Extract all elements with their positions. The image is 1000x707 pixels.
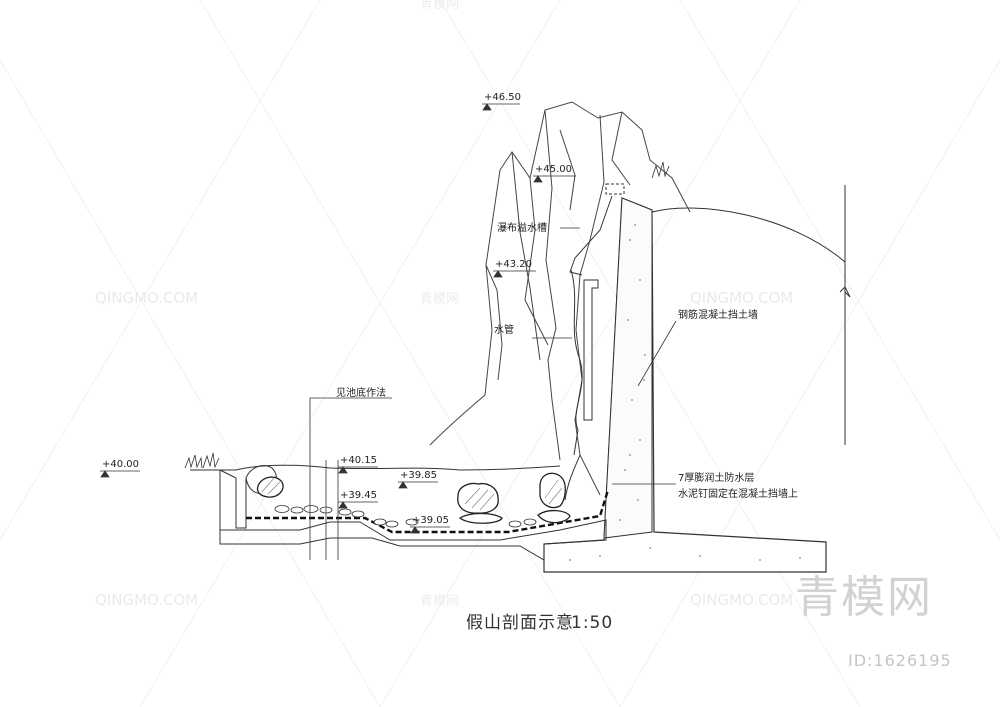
elevation-water-surface: +40.15 [340,455,377,466]
watermark-logo: 青模网 [795,572,933,623]
watermark-text: QINGMO.COM [95,289,198,307]
elevation-peak: +46.50 [484,92,521,103]
waterproof-layer [246,489,610,534]
water-pipe [570,269,599,456]
boulder-hatching [261,477,563,511]
waterfall-trough [569,183,625,276]
elevation-pool-base-right: +39.05 [412,515,449,526]
label-waterfall-trough: 瀑布溢水槽 [497,221,547,234]
elevation-pool-base-left: +39.45 [340,490,377,501]
drawing-title: 假山剖面示意 [466,613,574,633]
label-pool-bottom-ref: 见池底作法 [336,386,386,399]
boulders [256,472,571,524]
drawing-scale: 1:50 [571,613,613,633]
rockery [429,101,691,496]
watermark-text-cn: 青模网 [420,292,459,307]
watermark-text: QINGMO.COM [690,289,793,307]
watermark-text-cn: 青模网 [420,0,459,12]
ground-line [190,454,581,530]
dimension-lines [100,103,677,560]
grass-tufts [184,161,670,469]
elevation-overflow-trough: +45.00 [535,164,572,175]
label-waterproof-line1: 7厚膨润土防水层 [678,471,754,484]
elevation-ground: +40.00 [102,459,139,470]
watermark-text: QINGMO.COM [690,591,793,609]
terrain-right [651,185,851,445]
watermark-text-cn: 青模网 [420,594,459,609]
retaining-wall [543,197,827,573]
label-water-pipe: 水管 [494,323,514,336]
elevation-pipe-level: +43.20 [495,259,532,270]
watermark-id: ID:1626195 [848,651,952,670]
elevation-pool-bottom-left: +39.85 [400,470,437,481]
watermark-text: QINGMO.COM [95,591,198,609]
pebbles [274,505,537,528]
label-retaining-wall: 钢筋混凝土挡土墙 [678,308,758,321]
label-waterproof-line2: 水泥钉固定在混凝土挡墙上 [678,487,798,500]
watermark-tiles: QINGMO.COM QINGMO.COM QINGMO.COM QINGMO.… [95,0,793,609]
